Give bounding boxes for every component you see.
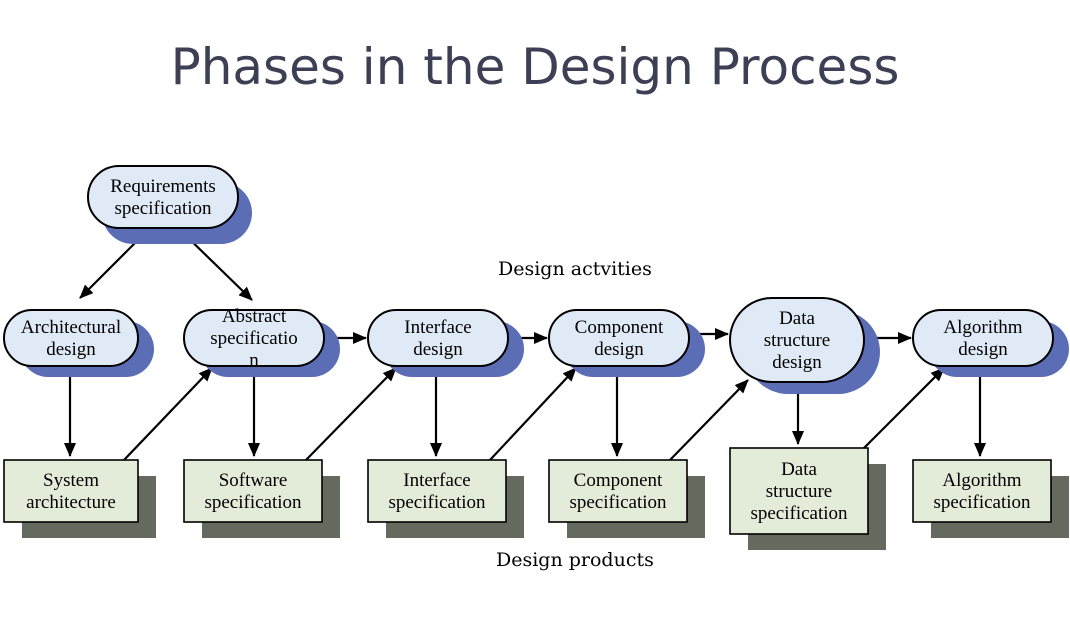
activity-pill	[183, 309, 325, 367]
product-software-spec-label-line: Software	[219, 470, 288, 491]
activity-requirements-label-line: Requirements	[110, 176, 216, 197]
product-algorithm-spec-label-line: specification	[933, 492, 1031, 513]
product-box	[183, 459, 323, 523]
activity-pill	[548, 309, 690, 367]
activity-pill	[3, 309, 139, 367]
activity-pill	[367, 309, 509, 367]
product-data-structure-spec-label-line: structure	[766, 481, 832, 502]
activity-component-label-line: design	[594, 339, 644, 360]
product-interface-spec-label-line: Interface	[403, 470, 471, 491]
activity-interface-label-line: design	[413, 339, 463, 360]
activity-requirements-label-line: specification	[114, 198, 212, 219]
product-box	[729, 447, 869, 535]
product-data-structure-spec-label-line: specification	[750, 503, 848, 524]
activity-algorithm-label-line: Algorithm	[943, 317, 1022, 338]
arrows	[64, 227, 986, 461]
product-system-architecture-label-line: architecture	[26, 492, 116, 513]
activity-interface-label-line: Interface	[404, 317, 472, 338]
arrow	[861, 367, 945, 451]
page-title: Phases in the Design Process	[170, 38, 900, 96]
activity-abstract-label-line: n	[249, 350, 259, 371]
product-data-structure-spec-label-line: Data	[781, 459, 817, 480]
product-box	[367, 459, 507, 523]
product-interface-spec-label-line: specification	[388, 492, 486, 513]
nodes: RequirementsspecificationArchitecturalde…	[3, 165, 1069, 550]
product-component-spec-label-line: specification	[569, 492, 667, 513]
arrow	[669, 379, 749, 461]
activity-data-structure-label-line: structure	[764, 330, 830, 351]
product-component-spec-label-line: Component	[574, 470, 663, 491]
activity-data-structure-label-line: Data	[779, 308, 815, 329]
activity-data-structure-label-line: design	[772, 352, 822, 373]
product-box	[548, 459, 688, 523]
activity-algorithm-label-line: design	[958, 339, 1008, 360]
design-products-label: Design products	[496, 549, 654, 571]
activity-pill	[912, 309, 1054, 367]
product-algorithm-spec-label-line: Algorithm	[942, 470, 1021, 491]
product-box	[912, 459, 1052, 523]
product-box	[3, 459, 139, 523]
product-system-architecture-label-line: System	[43, 470, 99, 491]
activity-pill	[729, 297, 865, 383]
activity-architectural-label-line: design	[46, 339, 96, 360]
activity-architectural-label-line: Architectural	[21, 317, 121, 338]
arrow	[305, 367, 397, 461]
product-software-spec-label-line: specification	[204, 492, 302, 513]
activity-component-label-line: Component	[575, 317, 664, 338]
arrow	[123, 367, 213, 461]
activity-abstract-label-line: Abstract	[222, 306, 287, 327]
activity-abstract-label-line: specificatio	[210, 328, 298, 349]
design-activities-label: Design actvities	[498, 258, 652, 280]
arrow	[489, 367, 577, 461]
activity-pill	[87, 165, 239, 229]
